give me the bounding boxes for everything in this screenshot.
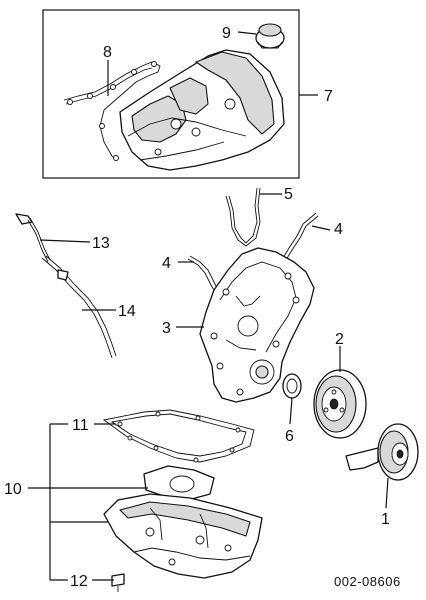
oil-pan-gasket [102, 409, 255, 463]
callout-13: 13 [92, 235, 110, 252]
callout-1: 1 [381, 511, 390, 528]
drain-plug [111, 573, 125, 592]
callout-5: 5 [284, 186, 293, 203]
callout-6: 6 [285, 428, 294, 445]
callout-3: 3 [162, 320, 171, 337]
callout-10: 10 [4, 481, 22, 498]
callout-14: 14 [118, 303, 136, 320]
oil-filler-cap [255, 23, 285, 49]
callout-9: 9 [222, 25, 231, 42]
oil-pan-baffle [143, 465, 215, 501]
oil-pan [103, 493, 263, 579]
timing-cover [199, 247, 315, 403]
callout-8: 8 [103, 44, 112, 61]
crankshaft-damper [345, 423, 419, 481]
callout-4-left: 4 [162, 255, 171, 272]
valve-cover [119, 49, 285, 171]
valve-cover-gasket [63, 61, 161, 161]
crankshaft-front-seal [282, 373, 302, 399]
leader-lines [28, 31, 389, 581]
timing-cover-gasket-left [189, 255, 219, 291]
callout-12: 12 [70, 573, 88, 590]
callout-2: 2 [335, 331, 344, 348]
timing-cover-gasket-right [285, 215, 319, 261]
callout-11: 11 [72, 417, 89, 434]
crankshaft-pulley [313, 369, 367, 439]
callout-7: 7 [324, 88, 333, 105]
callout-4-right: 4 [334, 221, 343, 238]
timing-cover-gasket-center [225, 187, 261, 247]
diagram-code: 002-08606 [334, 574, 401, 589]
oil-dipstick [15, 213, 51, 263]
dipstick-tube [41, 255, 117, 359]
valve-cover-inset-frame [42, 9, 300, 179]
